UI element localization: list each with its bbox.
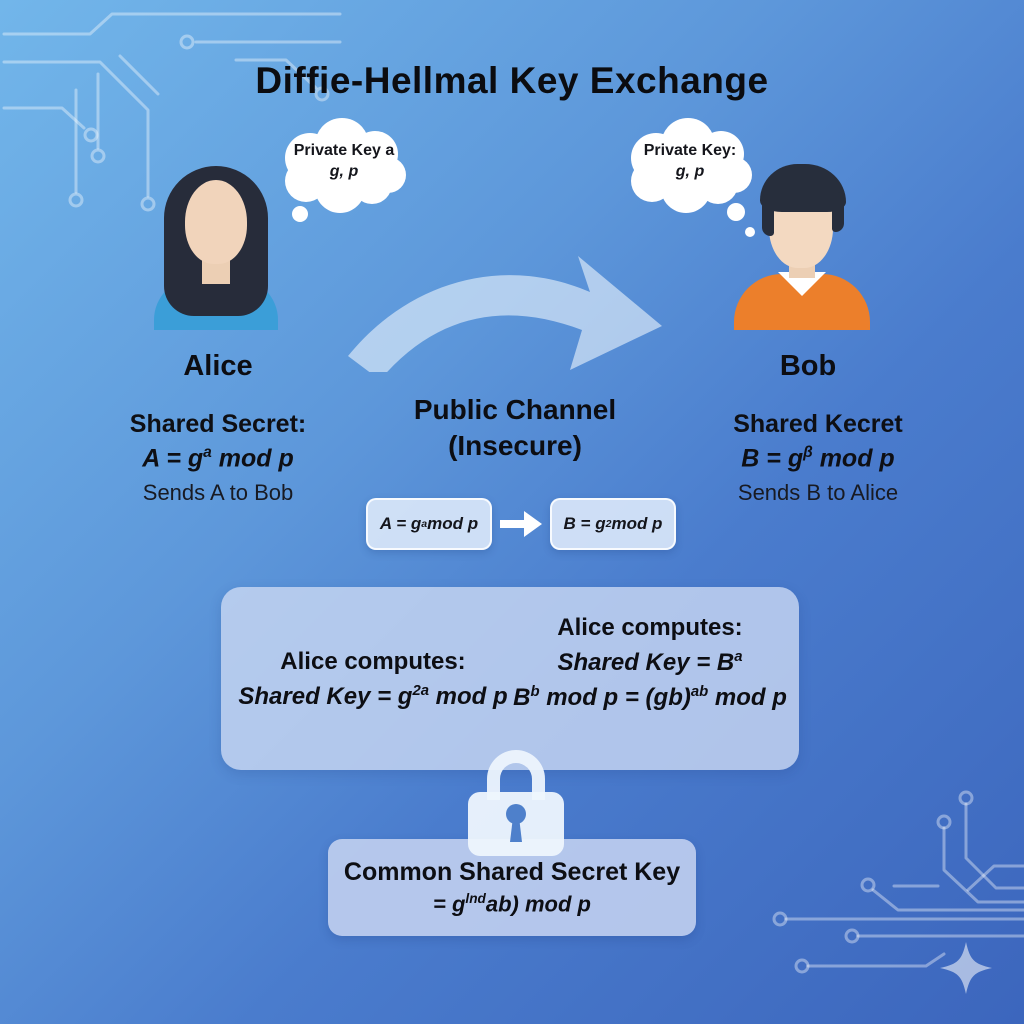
keyhole-stem <box>510 820 522 842</box>
alice-face <box>185 180 247 264</box>
bob-thought-bubble: Private Key: g, p <box>624 118 756 237</box>
public-channel-line2: (Insecure) <box>448 429 582 461</box>
page-title: Diffie-Hellmal Key Exchange <box>255 60 769 101</box>
bob-secret-block: Shared Kecret B = gβ mod p Sends B to Al… <box>690 410 946 506</box>
result-heading: Common Shared Secret Key <box>343 857 681 886</box>
bob-hair-side-right <box>832 192 844 232</box>
public-channel-line1: Public Channel <box>413 394 617 425</box>
bob-thought-text: Private Key: g, p <box>624 142 756 181</box>
alice-name-label: Alice <box>183 350 253 382</box>
compute-left-heading: Alice computes: <box>280 648 466 675</box>
bob-avatar <box>734 164 870 330</box>
alice-secret-label: Shared Secret: <box>129 410 307 438</box>
bob-name-label: Bob <box>779 350 837 382</box>
alice-secret-formula: A = ga mod p <box>142 444 294 473</box>
bob-sends-label: Sends B to Alice <box>737 480 899 506</box>
public-channel-label: Public Channel (Insecure) <box>382 392 648 464</box>
bob-secret-formula: B = gβ mod p <box>741 444 895 473</box>
alice-thought-text: Private Key a g, p <box>278 142 410 181</box>
thought-cloud-icon <box>285 118 406 222</box>
compute-left-column: Alice computes: Shared Key = g2a mod p <box>237 645 509 715</box>
compute-right-heading: Alice computes: <box>557 614 743 641</box>
arrow-right-icon <box>500 511 542 537</box>
bob-secret-label: Shared Kecret <box>733 410 903 438</box>
compute-left-formula: Shared Key = g2a mod p <box>238 682 508 710</box>
bob-private-key-label: Private Key: <box>643 142 737 159</box>
alice-sends-label: Sends A to Bob <box>142 480 294 506</box>
alice-thought-bubble: Private Key a g, p <box>278 118 410 222</box>
alice-secret-block: Shared Secret: A = ga mod p Sends A to B… <box>88 410 348 506</box>
compute-right-formula-2: Bb mod p = (gb)ab mod p <box>513 683 787 711</box>
bob-params-label: g, p <box>675 163 705 180</box>
alice-avatar <box>154 166 278 330</box>
thought-cloud-icon <box>631 118 755 237</box>
bob-hair-side-left <box>762 194 774 236</box>
compute-right-column: Alice computes: Shared Key = Ba Bb mod p… <box>513 611 787 715</box>
computation-panel: Alice computes: Shared Key = g2a mod p A… <box>221 587 799 770</box>
curved-arrow-right-icon <box>348 256 662 372</box>
alice-params-label: g, p <box>329 163 359 180</box>
alice-private-key-label: Private Key a <box>293 142 395 159</box>
result-formula: = glndab) mod p <box>433 890 591 917</box>
lock-icon <box>466 750 566 856</box>
circuit-pattern-bottom-right-icon <box>772 790 1024 994</box>
alice-neck <box>202 260 230 284</box>
lock-body <box>468 792 564 856</box>
keyhole <box>506 804 526 824</box>
compute-right-formula-1: Shared Key = Ba <box>557 648 743 676</box>
